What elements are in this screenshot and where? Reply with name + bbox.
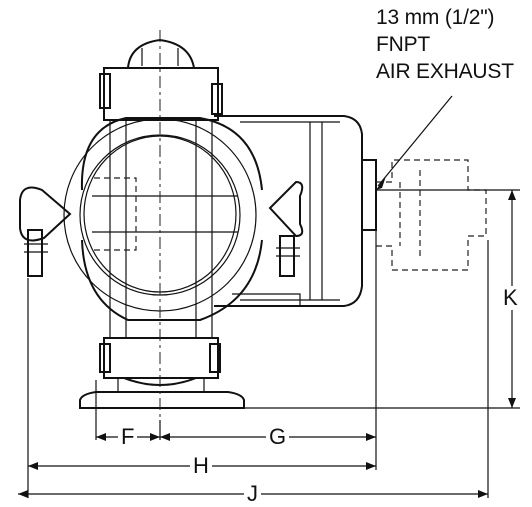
diaphragm-chamber	[80, 117, 263, 191]
pump-base-foot	[79, 391, 245, 409]
dim-h-label: H	[190, 454, 212, 478]
air-exhaust-callout: 13 mm (1/2") FNPT AIR EXHAUST	[376, 4, 514, 85]
lower-manifold	[103, 337, 219, 379]
air-exhaust-muffler	[376, 159, 487, 271]
dim-k-label: K	[500, 286, 521, 310]
upper-manifold	[103, 67, 219, 121]
callout-label: AIR EXHAUST	[376, 60, 514, 83]
callout-size: 13 mm (1/2")	[376, 6, 495, 29]
callout-leader	[377, 95, 453, 187]
dim-j-label: J	[244, 482, 261, 506]
dim-g-label: G	[266, 425, 290, 449]
callout-thread: FNPT	[376, 33, 431, 56]
dim-f-label: F	[118, 425, 138, 449]
